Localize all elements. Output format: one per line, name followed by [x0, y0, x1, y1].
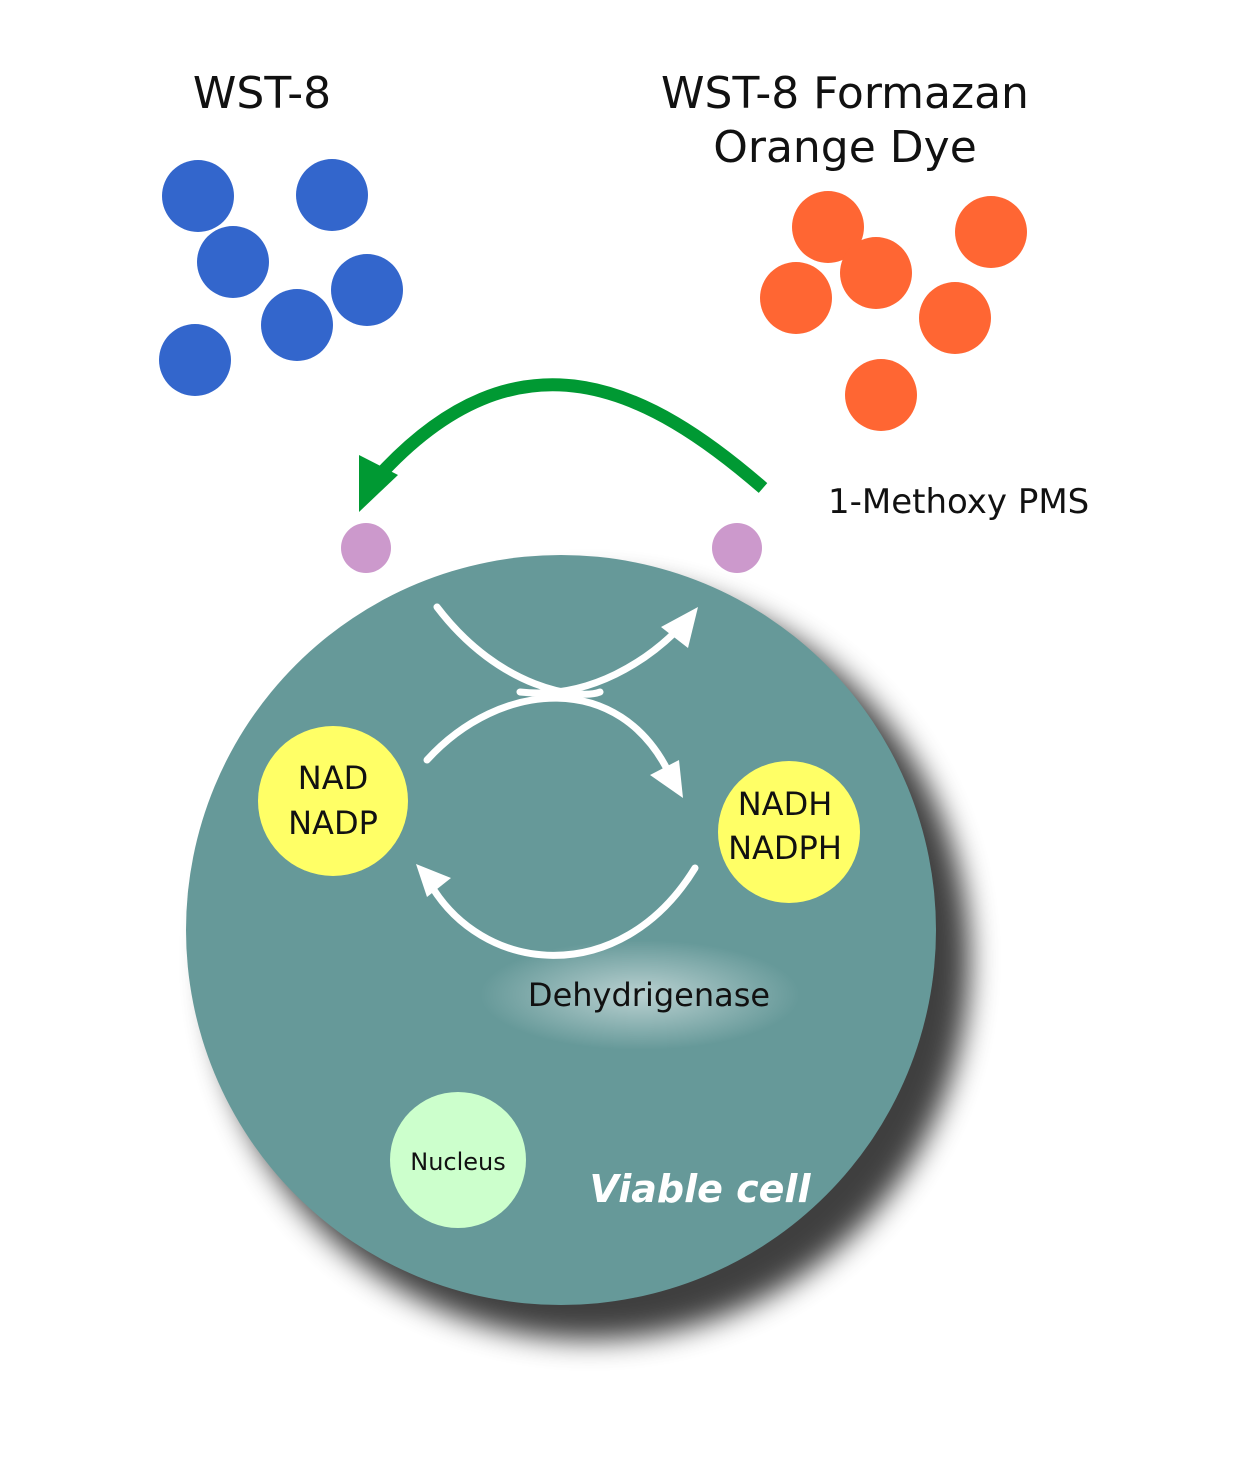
formazan-particle [845, 359, 917, 431]
wst8-particle [159, 324, 231, 396]
reduction-arrow-head [359, 455, 398, 512]
wst8-particle [261, 289, 333, 361]
dehydrogenase-glow [480, 940, 800, 1050]
nadph-label: NADPH [728, 829, 842, 867]
formazan-particle [919, 282, 991, 354]
wst8-particles [159, 159, 403, 396]
return-arrow-head [416, 864, 451, 897]
cycle-arrows [423, 603, 699, 959]
wst8-particle [296, 159, 368, 231]
formazan-particles [760, 191, 1027, 431]
wst8-label: WST-8 [193, 68, 331, 119]
cross-arrow-up-curve [516, 618, 689, 697]
pms-particle-left [341, 523, 391, 573]
nad-label: NAD [298, 759, 368, 797]
formazan-label-line2: Orange Dye [713, 122, 977, 173]
formazan-particle [955, 196, 1027, 268]
reduction-arrow [359, 378, 768, 512]
nad-nadp-circle [258, 726, 408, 876]
cross-arrow-down-curve [433, 603, 604, 698]
nadh-label: NADH [738, 785, 833, 823]
formazan-particle [760, 262, 832, 334]
cross-arrow-head [661, 607, 698, 648]
methoxy-pms-label: 1-Methoxy PMS [828, 482, 1089, 522]
viable-cell [186, 555, 936, 1305]
dehydrogenase-label: Dehydrigenase [528, 976, 770, 1014]
viable-cell-label: Viable cell [590, 1167, 812, 1211]
formazan-particle [840, 237, 912, 309]
wst8-particle [331, 254, 403, 326]
reduction-arrow-shaft [372, 378, 768, 493]
nadh-nadph-circle [718, 761, 860, 903]
pms-particle-right [712, 523, 762, 573]
nucleus [390, 1092, 526, 1228]
formazan-label-line1: WST-8 Formazan [661, 68, 1029, 119]
forward-arrow-curve [423, 694, 674, 779]
forward-arrow-head [650, 760, 683, 798]
nadp-label: NADP [288, 804, 378, 842]
nucleus-label: Nucleus [410, 1148, 506, 1176]
wst8-particle [197, 226, 269, 298]
cycle-arrowheads [416, 607, 698, 897]
wst8-particle [162, 160, 234, 232]
formazan-particle [792, 191, 864, 263]
return-arrow-curve [424, 864, 699, 959]
